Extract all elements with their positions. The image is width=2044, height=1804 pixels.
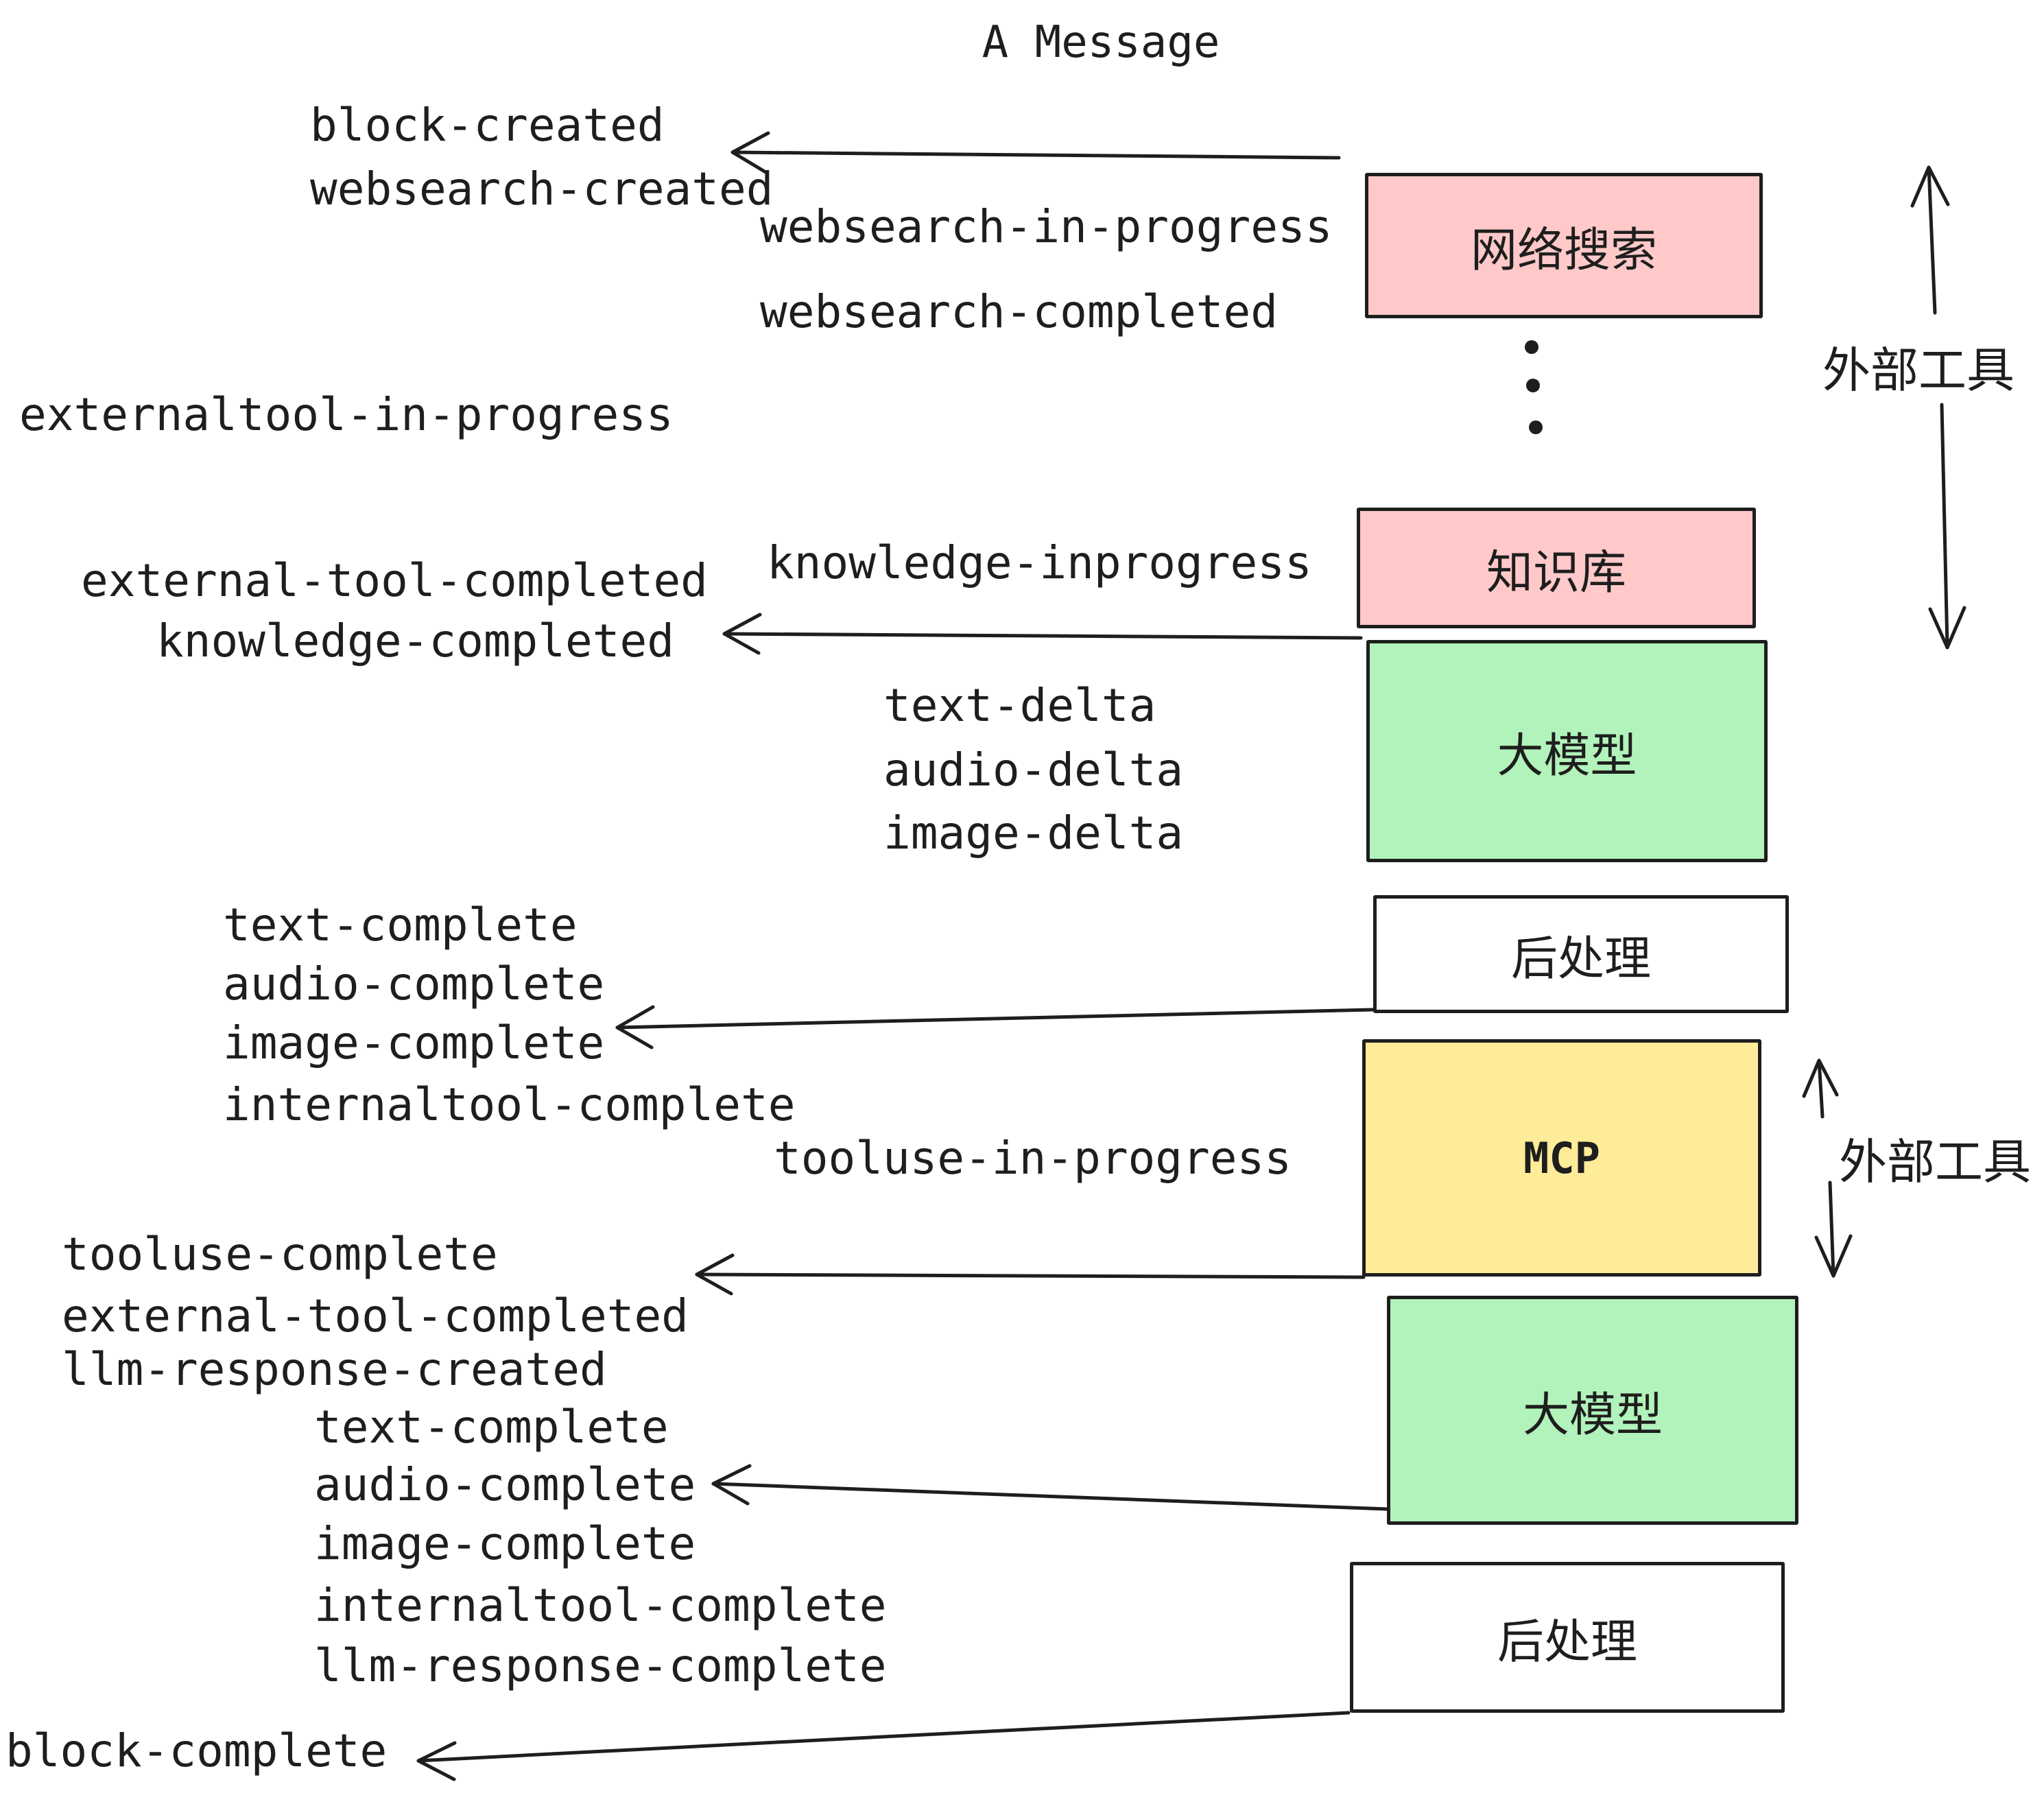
box-llm-top: 大模型 [1366,640,1768,862]
event-image-complete-2: image-complete [314,1517,696,1570]
box-knowledge-label: 知识库 [1486,545,1626,600]
event-text-complete-1: text-complete [223,899,578,951]
box-post-top: 后处理 [1373,895,1789,1013]
event-tooluse-complete: tooluse-complete [62,1228,498,1281]
event-image-delta-1: image-delta [883,807,1184,859]
event-audio-complete-1: audio-complete [223,958,605,1010]
event-internaltool-complete-1: internaltool-complete [223,1078,796,1131]
event-text-complete-2: text-complete [314,1401,669,1453]
event-websearch-created: websearch-created [310,163,774,215]
event-llm-response-complete: llm-response-complete [314,1639,887,1692]
event-block-complete: block-complete [5,1724,388,1777]
box-mcp-label: MCP [1523,1132,1600,1183]
external-tools-bottom-label: 外部工具 [1839,1134,2031,1190]
arrow-to-knowledge-completed [722,613,1363,655]
arrow-to-websearch-created [730,131,1341,175]
external-tools-top-label: 外部工具 [1822,342,2015,399]
arrow-to-image-complete [615,1005,1375,1049]
arrow-to-external-tool-completed [695,1253,1366,1296]
event-externaltool-in-progress: externaltool-in-progress [19,388,674,441]
event-image-complete-1: image-complete [223,1017,605,1069]
event-llm-response-created: llm-response-created [62,1343,607,1396]
box-llm-top-label: 大模型 [1497,728,1637,783]
box-websearch-label: 网络搜索 [1470,223,1657,278]
box-mcp: MCP [1362,1039,1761,1277]
event-knowledge-inprogress: knowledge-inprogress [767,536,1312,589]
box-post-top-label: 后处理 [1510,931,1651,986]
event-websearch-completed: websearch-completed [760,285,1278,338]
event-knowledge-completed: knowledge-completed [156,615,674,667]
event-websearch-in-progress: websearch-in-progress [760,200,1333,253]
event-text-delta-1: text-delta [883,679,1156,732]
diagram-title: A Message [982,17,1220,68]
arrow-to-block-complete [416,1711,1351,1781]
event-audio-complete-2: audio-complete [314,1458,696,1511]
box-llm-bottom-label: 大模型 [1522,1388,1663,1443]
ellipsis-dots [1525,340,1543,434]
box-websearch: 网络搜索 [1365,173,1763,318]
box-knowledge: 知识库 [1357,508,1756,628]
external-tools-top-arrow [1910,165,1966,650]
box-post-bottom: 后处理 [1350,1562,1785,1713]
event-external-tool-completed-2: external-tool-completed [62,1290,689,1342]
event-tooluse-in-progress: tooluse-in-progress [774,1132,1292,1185]
arrow-to-audio-complete [711,1464,1389,1511]
box-post-bottom-label: 后处理 [1497,1615,1637,1670]
external-tools-bottom-arrow [1802,1058,1853,1278]
event-external-tool-completed-1: external-tool-completed [81,554,708,607]
box-llm-bottom: 大模型 [1387,1296,1798,1525]
event-internaltool-complete-2: internaltool-complete [314,1579,887,1632]
event-audio-delta-1: audio-delta [883,744,1184,796]
event-block-created: block-created [310,99,665,152]
